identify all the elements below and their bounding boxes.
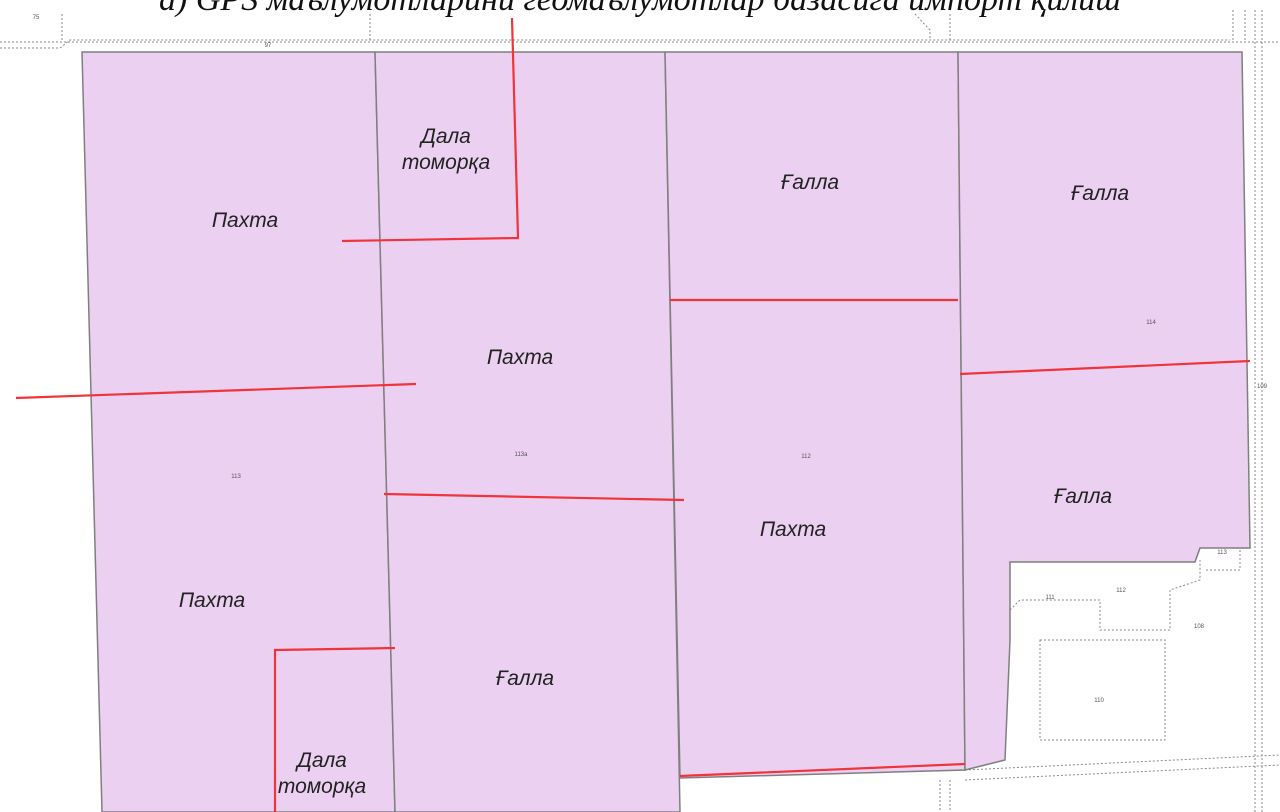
figure-caption: а) GPS маълумотларини геомаълумотлар баз… bbox=[0, 0, 1280, 20]
parcel-center-west bbox=[374, 51, 681, 812]
parcel-center-east bbox=[664, 51, 966, 779]
parcel-id: 113а bbox=[514, 452, 528, 458]
parcel-west bbox=[81, 51, 396, 812]
parcel-id: 113 bbox=[231, 474, 241, 480]
parcel-id: 111 bbox=[1045, 595, 1055, 601]
parcel-id: 97 bbox=[264, 43, 272, 49]
parcel-id: 109 bbox=[1256, 384, 1268, 390]
division-lines bbox=[15, 17, 1251, 812]
parcel-id: 114 bbox=[1146, 320, 1156, 326]
crop-label: Пахта bbox=[486, 346, 554, 369]
parcel-id: 113 bbox=[1217, 550, 1227, 556]
field-parcels bbox=[81, 51, 1251, 812]
crop-label: Пахта bbox=[211, 209, 279, 232]
crop-label: Дала томорқа bbox=[277, 749, 367, 798]
parcel-id: 75 bbox=[32, 15, 40, 21]
crop-label: Ғалла bbox=[1070, 182, 1130, 205]
parcel-east bbox=[957, 51, 1251, 771]
parcel-id: 112 bbox=[1116, 588, 1126, 594]
crop-label: Ғалла bbox=[780, 171, 840, 194]
crop-label: Пахта bbox=[759, 518, 827, 541]
cadastral-lines bbox=[0, 10, 1280, 812]
crop-label: Ғалла bbox=[495, 667, 555, 690]
crop-label: Ғалла bbox=[1053, 485, 1113, 508]
parcel-id: 108 bbox=[1193, 624, 1205, 630]
crop-label: Дала томорқа bbox=[401, 125, 491, 174]
parcel-id: 112 bbox=[801, 454, 811, 460]
crop-label: Пахта bbox=[178, 589, 246, 612]
parcel-id: 110 bbox=[1094, 698, 1104, 704]
